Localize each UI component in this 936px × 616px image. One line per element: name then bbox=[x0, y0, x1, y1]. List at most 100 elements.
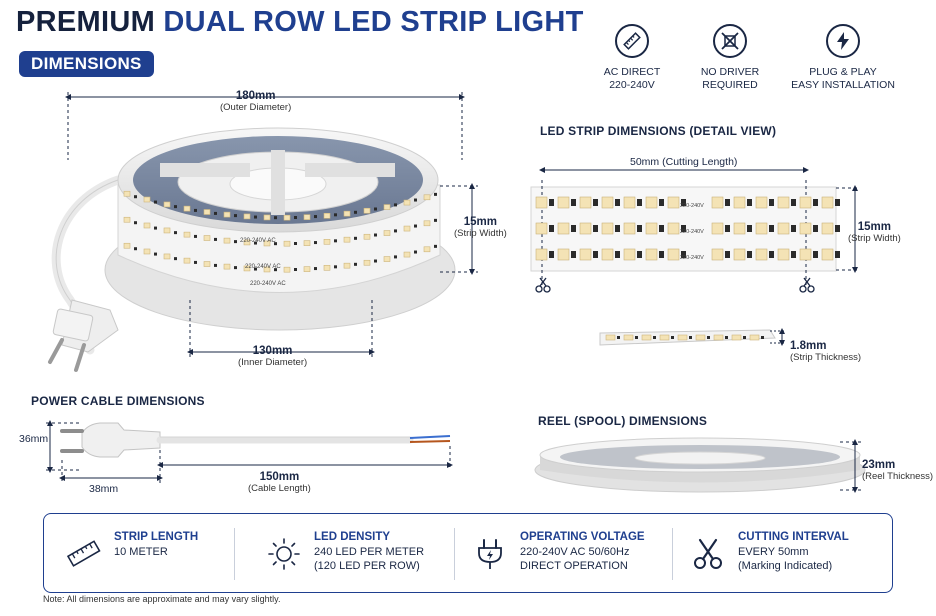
ruler-icon bbox=[66, 540, 101, 567]
thickness-strip bbox=[599, 328, 786, 346]
led-chip bbox=[821, 222, 834, 235]
resistor bbox=[813, 225, 818, 232]
led-chip bbox=[645, 222, 658, 235]
spec-line: 10 METER bbox=[114, 545, 168, 558]
resistor bbox=[615, 251, 620, 258]
thin-led-chip bbox=[623, 334, 634, 341]
feature-line1: NO DRIVER bbox=[700, 66, 760, 78]
reel-led-chip bbox=[303, 240, 311, 246]
reel-thickness-label: 23mm (Reel Thickness) bbox=[862, 459, 934, 482]
feature-ac-direct: AC DIRECT 220-240V bbox=[572, 24, 692, 92]
led-chip bbox=[623, 222, 636, 235]
reel-resistor bbox=[334, 213, 337, 217]
reel-led-chip bbox=[163, 253, 171, 260]
resistor bbox=[791, 199, 796, 206]
reel-led-chip bbox=[303, 214, 311, 220]
led-chip bbox=[535, 222, 548, 235]
resistor bbox=[769, 251, 774, 258]
spec-operating-voltage: OPERATING VOLTAGE 220-240V AC 50/60Hz DI… bbox=[472, 526, 682, 582]
plug-length-label: 38mm bbox=[89, 483, 119, 495]
reel-resistor bbox=[254, 267, 257, 271]
resistor bbox=[681, 225, 686, 232]
led-chip bbox=[711, 196, 724, 209]
reel-led-chip bbox=[263, 240, 271, 247]
reel-resistor bbox=[274, 216, 277, 220]
spec-line: 240 LED PER METER bbox=[314, 545, 425, 558]
reel-resistor bbox=[314, 241, 317, 245]
reel-led-chip bbox=[283, 214, 291, 221]
led-chip bbox=[645, 248, 658, 261]
reel-resistor bbox=[174, 231, 177, 235]
spec-line: (Marking Indicated) bbox=[738, 560, 833, 572]
led-chip bbox=[667, 222, 680, 235]
reel-led-chip bbox=[363, 233, 371, 240]
resistor bbox=[725, 225, 730, 232]
resistor bbox=[549, 225, 554, 232]
thin-resistor bbox=[635, 336, 638, 339]
reel-led-chip bbox=[403, 251, 411, 258]
led-chip bbox=[535, 248, 548, 261]
thin-led-chip bbox=[731, 334, 742, 341]
spec-cutting-interval: CUTTING INTERVAL EVERY 50mm (Marking Ind… bbox=[690, 526, 880, 582]
resistor bbox=[747, 199, 752, 206]
led-chip bbox=[667, 248, 680, 261]
reel-led-chip bbox=[123, 242, 131, 249]
resistor bbox=[593, 251, 598, 258]
feature-plug-play: PLUG & PLAY EASY INSTALLATION bbox=[783, 24, 903, 92]
thin-led-chip bbox=[713, 334, 724, 341]
reel-led-chip bbox=[323, 212, 331, 219]
reel-resistor bbox=[354, 262, 357, 266]
footnote: Note: All dimensions are approximate and… bbox=[43, 594, 281, 604]
spec-line: EVERY 50mm bbox=[738, 545, 809, 558]
led-chip bbox=[623, 248, 636, 261]
thin-led-chip bbox=[659, 334, 670, 341]
led-chip bbox=[579, 248, 592, 261]
reel-led-chip bbox=[403, 199, 411, 206]
feature-line2: 220-240V bbox=[609, 79, 655, 91]
reel-resistor bbox=[334, 239, 337, 243]
reel-led-chip bbox=[203, 235, 211, 241]
spec-led-density: LED DENSITY 240 LED PER METER (120 LED P… bbox=[266, 526, 456, 582]
ruler-icon bbox=[615, 24, 649, 58]
spec-line: DIRECT OPERATION bbox=[520, 560, 628, 572]
plug-icon bbox=[478, 539, 502, 569]
resistor bbox=[813, 251, 818, 258]
reel-led-chip bbox=[263, 214, 271, 221]
led-chip bbox=[733, 248, 746, 261]
led-chip bbox=[535, 196, 548, 209]
reel-resistor bbox=[354, 236, 357, 240]
reel-resistor bbox=[334, 265, 337, 269]
cable-dimension-lines bbox=[46, 420, 453, 485]
led-chip bbox=[557, 248, 570, 261]
reel-led-chip bbox=[383, 256, 391, 262]
resistor bbox=[747, 225, 752, 232]
reel-resistor bbox=[294, 268, 297, 272]
thin-resistor bbox=[671, 336, 674, 339]
led-chip bbox=[777, 248, 790, 261]
thin-resistor bbox=[761, 336, 764, 339]
resistor bbox=[769, 199, 774, 206]
resistor bbox=[769, 225, 774, 232]
resistor bbox=[659, 199, 664, 206]
led-chip bbox=[755, 196, 768, 209]
sun-icon bbox=[268, 538, 300, 570]
feature-line1: AC DIRECT bbox=[603, 66, 661, 78]
resistor bbox=[571, 251, 576, 258]
resistor bbox=[747, 251, 752, 258]
spec-divider bbox=[454, 528, 455, 580]
resistor bbox=[681, 199, 686, 206]
reel-resistor bbox=[394, 203, 397, 207]
reel-resistor bbox=[394, 229, 397, 233]
cable-height-label: 36mm bbox=[19, 433, 49, 445]
reel-resistor bbox=[414, 250, 417, 254]
spool-section-title: REEL (SPOOL) DIMENSIONS bbox=[538, 414, 708, 428]
reel-led-chip bbox=[243, 265, 251, 272]
resistor bbox=[725, 251, 730, 258]
spec-divider bbox=[672, 528, 673, 580]
resistor bbox=[813, 199, 818, 206]
reel-resistor bbox=[254, 241, 257, 245]
resistor bbox=[791, 225, 796, 232]
inner-diameter-label: 130mm (Inner Diameter) bbox=[238, 345, 308, 368]
thin-resistor bbox=[617, 336, 620, 339]
